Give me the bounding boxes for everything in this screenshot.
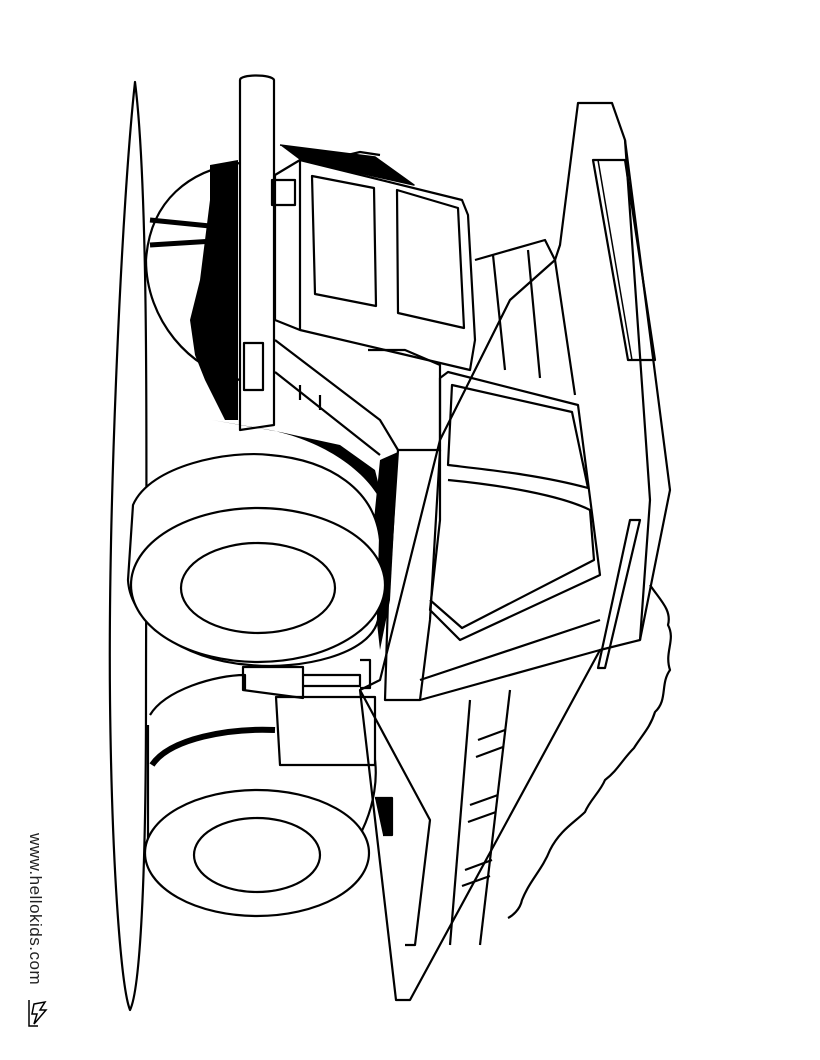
front-bumper — [240, 76, 274, 431]
front-tire — [128, 454, 385, 666]
ground-shadow — [110, 82, 147, 1010]
dump-bed-edge — [625, 140, 650, 640]
watermark: www.hellokids.com — [18, 830, 48, 986]
dump-bed-rail — [593, 160, 655, 360]
cab-door-frame — [430, 372, 600, 640]
cab-body — [275, 160, 475, 370]
hellokids-logo-icon — [28, 1000, 48, 1027]
cab-door-window — [448, 385, 588, 488]
cab-window-1 — [312, 176, 376, 306]
hood-shadow — [190, 160, 238, 420]
dirt-pile — [508, 585, 671, 918]
rear-tire — [145, 675, 392, 916]
watermark-text: www.hellokids.com — [26, 833, 45, 986]
cab-window-2 — [397, 190, 464, 328]
